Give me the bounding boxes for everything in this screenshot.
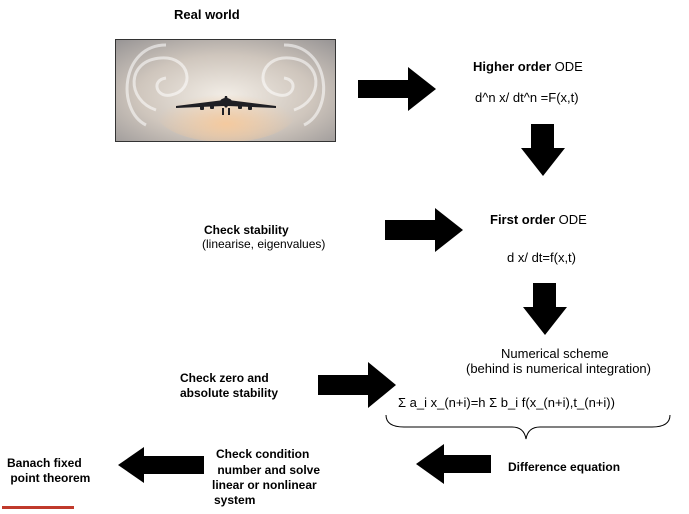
arrow-right-to-higher-order bbox=[358, 67, 436, 111]
first-order-rest: ODE bbox=[555, 212, 587, 227]
check-condition-line4: system bbox=[214, 493, 256, 507]
check-zero-line2: absolute stability bbox=[180, 386, 279, 400]
first-order-equation: d x/ dt=f(x,t) bbox=[507, 250, 576, 265]
airplane-image bbox=[116, 40, 335, 141]
check-zero-line1: Check zero and bbox=[180, 371, 269, 385]
banach-line1: Banach fixed bbox=[7, 456, 82, 470]
underbrace bbox=[385, 414, 671, 440]
banach-line2: point theorem bbox=[7, 471, 91, 485]
airplane-icon bbox=[176, 96, 276, 115]
airplane-photo bbox=[116, 40, 335, 141]
higher-order-ode-title: Higher order ODE bbox=[473, 60, 583, 74]
check-condition-line2: number and solve bbox=[214, 463, 321, 477]
check-stability-label: Check stability bbox=[204, 223, 289, 237]
accent-bar bbox=[2, 506, 74, 509]
check-condition-line3: linear or nonlinear bbox=[212, 478, 317, 492]
higher-order-equation: d^n x/ dt^n =F(x,t) bbox=[475, 90, 579, 105]
first-order-ode-title: First order ODE bbox=[490, 213, 587, 227]
higher-order-rest: ODE bbox=[551, 59, 583, 74]
arrow-left-to-check-condition bbox=[416, 444, 491, 484]
check-stability-sub: (linearise, eigenvalues) bbox=[202, 237, 326, 251]
first-order-bold: First order bbox=[490, 212, 556, 227]
numerical-scheme-sub: (behind is numerical integration) bbox=[466, 361, 651, 376]
arrow-down-to-first-order bbox=[521, 124, 565, 176]
arrow-right-from-check-stability bbox=[385, 208, 463, 252]
arrow-left-to-banach bbox=[118, 447, 204, 483]
numerical-scheme-equation: Σ a_i x_(n+i)=h Σ b_i f(x_(n+i),t_(n+i)) bbox=[398, 395, 615, 410]
real-world-label: Real world bbox=[174, 7, 240, 22]
check-condition-line1: Check condition bbox=[216, 447, 310, 461]
higher-order-bold: Higher order bbox=[473, 59, 552, 74]
arrow-right-from-check-zero bbox=[318, 362, 396, 408]
difference-equation-label: Difference equation bbox=[508, 460, 621, 474]
arrow-down-to-numerical-scheme bbox=[523, 283, 567, 335]
numerical-scheme-title: Numerical scheme bbox=[501, 346, 609, 361]
